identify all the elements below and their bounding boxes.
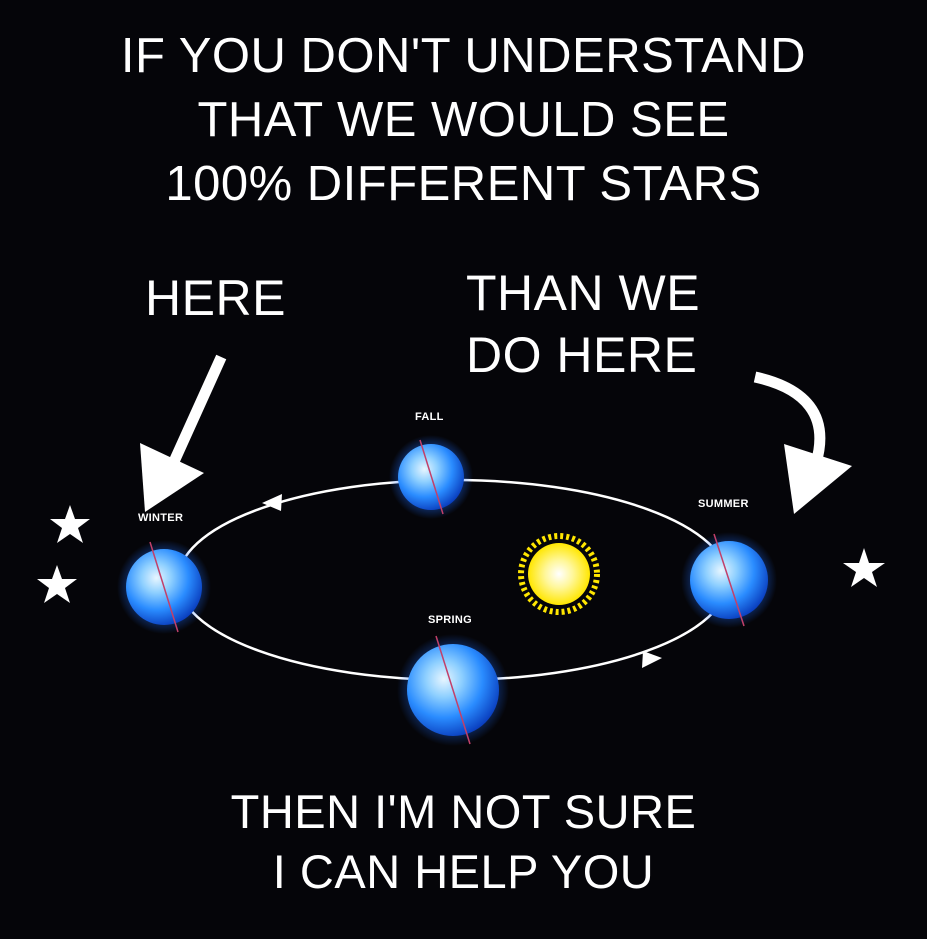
star-icon-right — [843, 548, 885, 587]
season-label-winter: WINTER — [138, 512, 183, 524]
than-label-line-2: DO HERE — [466, 327, 698, 383]
footer-line-2: I CAN HELP YOU — [272, 845, 655, 898]
earth-fall-icon — [389, 435, 473, 519]
orbit-arrow-bottom — [642, 651, 662, 668]
footer-caption: THEN I'M NOT SURE I CAN HELP YOU — [0, 782, 927, 902]
orbit-arrow-top — [262, 494, 282, 511]
earth-summer-icon — [681, 532, 777, 628]
earth-spring-icon — [397, 634, 509, 746]
headline-line-2: THAT WE WOULD SEE — [197, 93, 730, 147]
season-label-summer: SUMMER — [698, 498, 749, 510]
than-we-do-here-label: THAN WE DO HERE — [466, 262, 700, 386]
than-label-line-1: THAN WE — [466, 265, 701, 321]
here-label: HERE — [145, 270, 286, 326]
headline-line-1: IF YOU DON'T UNDERSTAND — [120, 29, 807, 83]
curved-arrow-down-icon — [753, 371, 852, 514]
star-icon-left-bottom — [37, 565, 77, 603]
headline: IF YOU DON'T UNDERSTAND THAT WE WOULD SE… — [0, 24, 927, 216]
arrow-down-left-icon — [140, 354, 227, 512]
sun-icon — [518, 533, 600, 615]
earth-winter-icon — [117, 540, 211, 634]
star-icon-left-top — [50, 505, 90, 543]
season-label-spring: SPRING — [428, 614, 472, 626]
headline-line-3: 100% DIFFERENT STARS — [165, 157, 762, 211]
footer-line-1: THEN I'M NOT SURE — [230, 785, 697, 838]
season-label-fall: FALL — [415, 411, 444, 423]
